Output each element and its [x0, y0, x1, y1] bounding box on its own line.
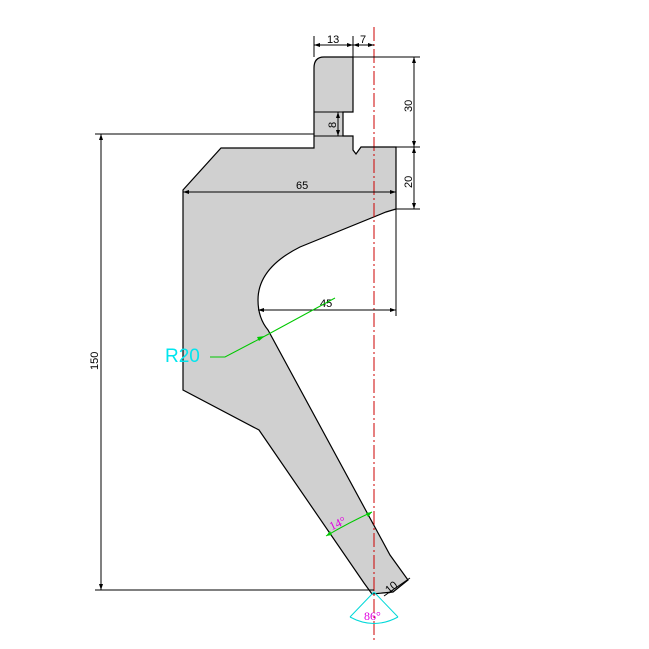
- dim-45-label: 45: [320, 298, 332, 310]
- dim-total-height: 150: [89, 133, 374, 591]
- dim-7-label: 7: [360, 34, 366, 46]
- dim-13-label: 13: [327, 34, 339, 46]
- dim-65-label: 65: [296, 180, 308, 192]
- dim-notch-depth: 8: [327, 112, 340, 136]
- dim-30-label: 30: [403, 100, 415, 112]
- dim-shoulder-width: 65: [183, 180, 396, 194]
- radius-label: R20: [165, 346, 200, 367]
- taper-angle-callout: 14°: [325, 511, 373, 537]
- punch-body: [182, 56, 409, 595]
- dim-tang-height: 30: [353, 56, 420, 148]
- radius-callout: R20: [165, 297, 336, 367]
- dim-20-label: 20: [403, 176, 415, 188]
- dim-top-width: 13 7: [313, 34, 374, 57]
- dim-shoulder-height: 20: [396, 147, 420, 210]
- tip-angle-label: 86°: [364, 609, 381, 623]
- dim-150-label: 150: [89, 352, 101, 370]
- dim-8-label: 8: [327, 122, 339, 128]
- taper-angle-label: 14°: [327, 513, 348, 533]
- tip-angle-callout: 86°: [349, 591, 399, 624]
